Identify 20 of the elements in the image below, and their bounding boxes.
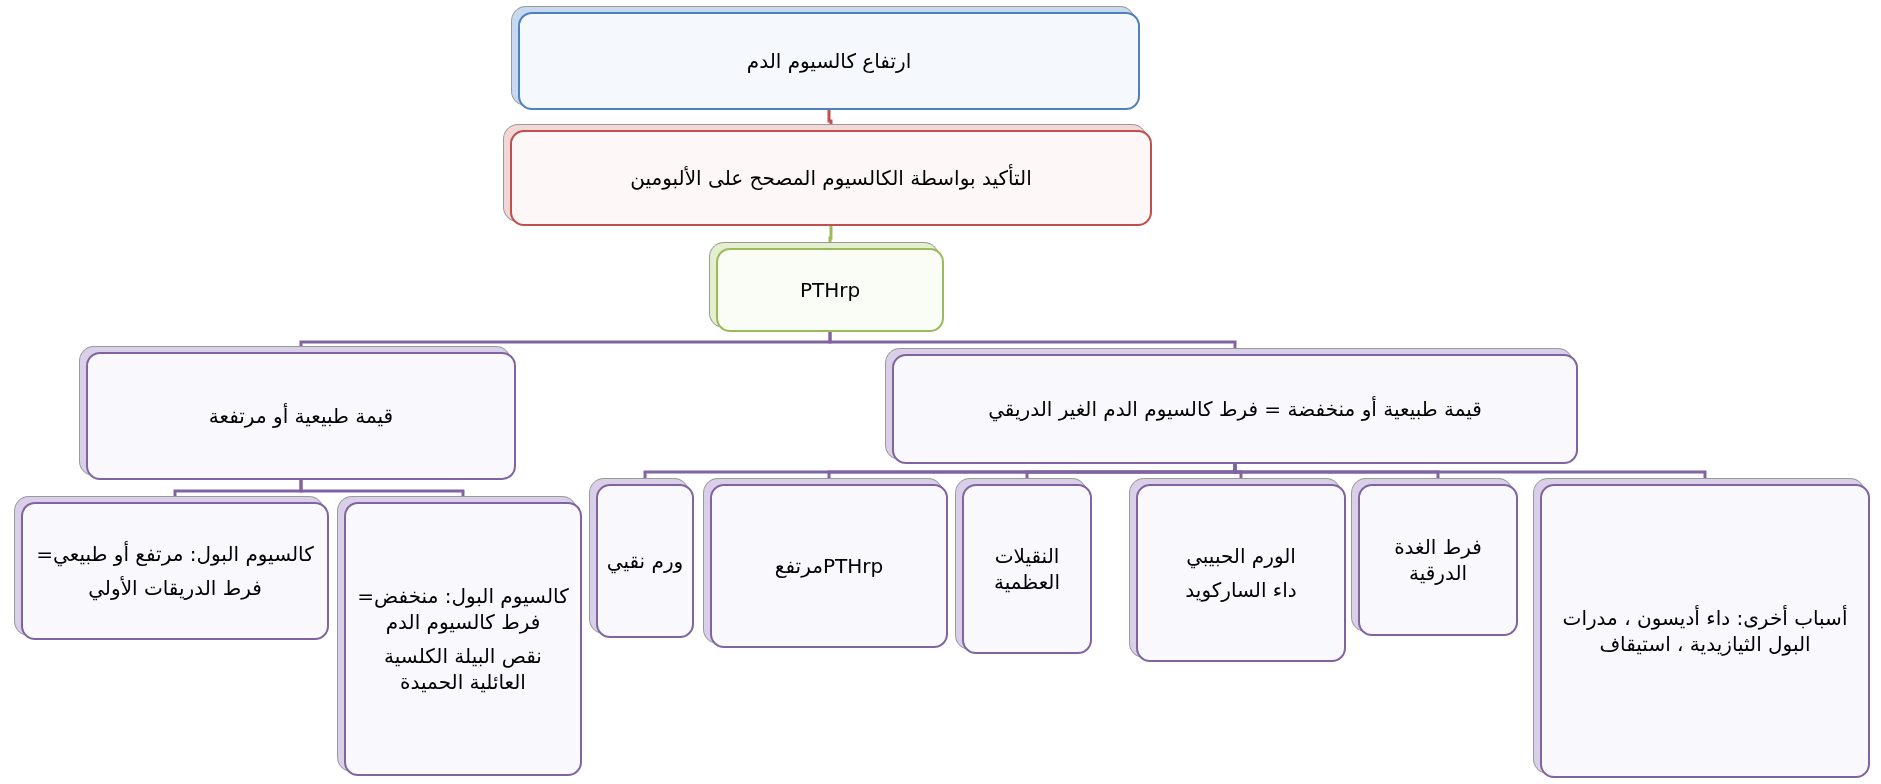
box-text: نقص البيلة الكلسية العائلية الحميدة <box>383 643 543 695</box>
box-text: النقيلات العظمية <box>993 543 1061 595</box>
box-text: PTHrp <box>799 277 861 303</box>
box-text: فرط الدريقات الأولي <box>88 575 262 601</box>
box-text: التأكيد بواسطة الكالسيوم المصحح على الألبومين <box>630 165 1032 191</box>
connector-line <box>828 226 833 243</box>
box-text: أسباب أخرى: داء أديسون ، مدرات البول الثيازيدية ، استيقاف <box>1561 605 1849 657</box>
box-text: داء الساركويد <box>1185 577 1297 603</box>
box-text: الورم الحبيبي <box>1186 543 1296 569</box>
box-text: كالسيوم البول: منخفض= فرط كالسيوم الدم <box>356 583 570 635</box>
connector-line <box>299 332 832 348</box>
box-text: PTHrpمرتفع <box>774 553 884 579</box>
box-text: ورم نقيي <box>606 548 684 574</box>
box-text: قيمة طبيعية أو منخفضة = فرط كالسيوم الدم الغير الدريقي <box>988 396 1482 422</box>
connector-line <box>827 110 833 125</box>
box-text: كالسيوم البول: مرتفع أو طبيعي= <box>36 541 314 567</box>
box-text: ارتفاع كالسيوم الدم <box>746 48 912 74</box>
connector-line <box>173 480 303 497</box>
box-text: قيمة طبيعية أو مرتفعة <box>208 403 394 429</box>
box-text: فرط الغدة الدرقية <box>1393 534 1483 586</box>
